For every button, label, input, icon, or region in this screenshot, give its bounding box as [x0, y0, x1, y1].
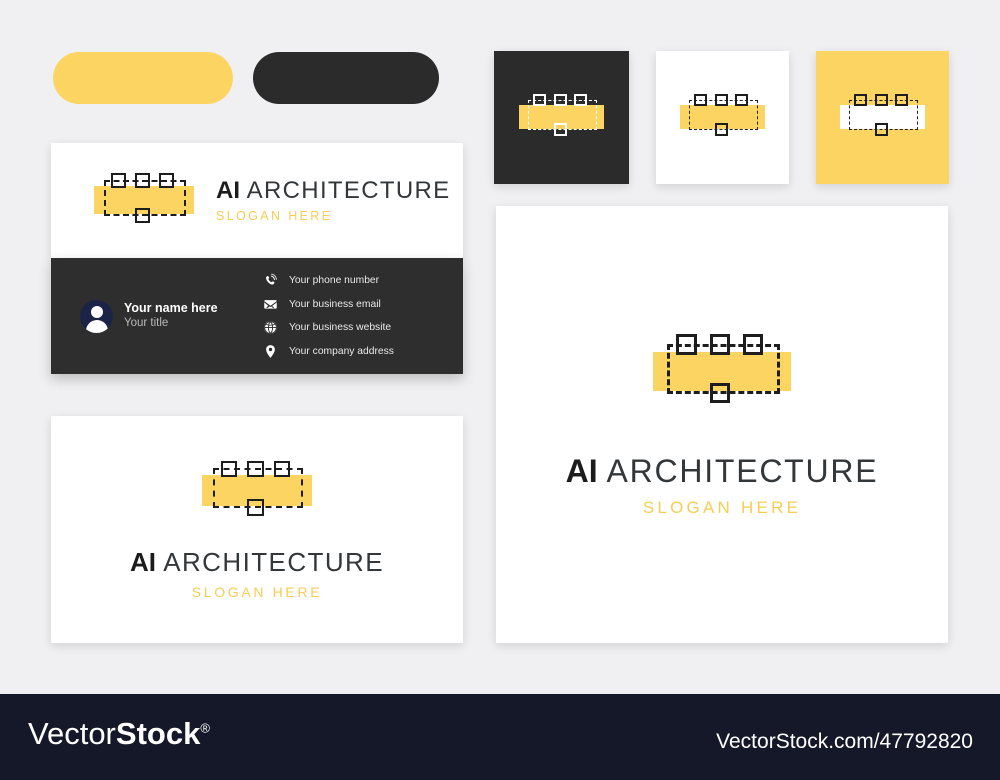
stacked-logo-card: AI ARCHITECTURE SLOGAN HERE: [51, 416, 463, 643]
globe-icon: [263, 320, 278, 335]
avatar-body-shape: [85, 319, 108, 333]
logo-square-top-2: [874, 93, 888, 107]
logo-square-top-3: [742, 334, 764, 356]
envelope-icon: [263, 297, 278, 312]
logo-square-top-1: [676, 334, 698, 356]
logo-square-bottom-1: [135, 207, 150, 223]
logo-variant-dark-background: [494, 51, 629, 184]
dark-swatch: [253, 52, 439, 104]
logo-square-top-1: [111, 172, 126, 188]
yellow-swatch: [53, 52, 233, 104]
logo-square-top-1: [694, 93, 708, 107]
logo-dashed-outline: [213, 468, 304, 508]
logo-square-top-2: [135, 172, 150, 188]
logo-variant-light-background: [656, 51, 789, 184]
vectorstock-url: VectorStock.com/47792820: [716, 730, 973, 753]
registered-trademark-icon: ®: [200, 720, 210, 736]
logo-wordmark: AI ARCHITECTURE SLOGAN HERE: [566, 455, 879, 516]
logo-square-bottom-1: [714, 123, 728, 137]
logo-square-top-1: [220, 460, 238, 478]
logo-square-top-3: [895, 93, 908, 107]
person-title: Your title: [124, 317, 169, 330]
logo-square-bottom-1: [874, 123, 888, 137]
logo-mark: [202, 460, 312, 524]
brand-slogan: SLOGAN HERE: [642, 498, 802, 518]
location-pin-icon: [263, 344, 278, 359]
logo-square-bottom-1: [247, 499, 264, 516]
business-card-front: AI ARCHITECTURE SLOGAN HERE: [51, 143, 463, 258]
contact-row-phone: Your phone number: [263, 273, 463, 288]
logo-square-top-2: [247, 460, 264, 478]
contact-address-label: Your company address: [289, 345, 394, 357]
large-logo-panel: AI ARCHITECTURE SLOGAN HERE: [496, 206, 948, 643]
artboard: AI ARCHITECTURE SLOGAN HERE Your name he…: [51, 51, 949, 643]
logo-mark: [94, 172, 194, 230]
brand-slogan: SLOGAN HERE: [216, 208, 333, 223]
brand-name-rest: ARCHITECTURE: [597, 453, 879, 490]
logo-dashed-outline: [688, 99, 759, 131]
contact-row-address: Your company address: [263, 344, 463, 359]
brand-name-bold: AI: [129, 547, 156, 578]
contact-phone-label: Your phone number: [289, 275, 380, 287]
logo-square-top-3: [735, 93, 748, 107]
logo-dashed-outline: [527, 99, 598, 131]
logo-wordmark: AI ARCHITECTURE SLOGAN HERE: [216, 176, 451, 223]
brand-name-bold: AI: [565, 453, 598, 490]
logo-square-bottom-1: [709, 382, 731, 404]
brand-name-rest: ARCHITECTURE: [155, 547, 385, 578]
vectorstock-logo-part1: Vector: [28, 716, 116, 751]
logo-bar: [680, 104, 765, 129]
logo-dashed-outline: [666, 344, 780, 394]
logo-dashed-outline: [848, 99, 919, 131]
logo-wordmark: AI ARCHITECTURE SLOGAN HERE: [130, 549, 384, 599]
logo-dashed-outline: [104, 179, 186, 216]
logo-square-top-1: [533, 93, 547, 107]
avatar: [80, 299, 113, 333]
logo-square-top-3: [574, 93, 587, 107]
card-identity-block: Your name here Your title: [51, 299, 257, 333]
logo-bar: [840, 104, 925, 129]
vectorstock-logo: VectorStock®: [28, 718, 210, 749]
avatar-head-shape: [90, 305, 103, 318]
logo-mark: [653, 333, 791, 413]
logo-mark: [680, 93, 765, 142]
person-name: Your name here: [124, 300, 218, 315]
logo-square-top-2: [553, 93, 567, 107]
logo-square-top-1: [854, 93, 868, 107]
brand-slogan: SLOGAN HERE: [191, 584, 323, 601]
phone-icon: [263, 273, 278, 288]
logo-square-top-2: [709, 334, 731, 356]
watermark-bar: [0, 694, 1000, 780]
contact-website-label: Your business website: [289, 322, 392, 334]
brand-name-bold: AI: [216, 176, 240, 204]
logo-square-top-2: [714, 93, 728, 107]
contact-email-label: Your business email: [289, 298, 381, 310]
logo-square-bottom-1: [553, 123, 567, 137]
vectorstock-logo-part2: Stock: [115, 716, 201, 751]
horizontal-logo-lockup: AI ARCHITECTURE SLOGAN HERE: [94, 172, 451, 230]
logo-bar: [519, 104, 604, 129]
contact-row-website: Your business website: [263, 320, 463, 335]
logo-square-top-3: [273, 460, 290, 478]
logo-mark: [840, 93, 925, 142]
logo-variant-yellow-background: [816, 51, 949, 184]
business-card-back: Your name here Your title Your phone num…: [51, 258, 463, 374]
logo-mark: [519, 93, 604, 142]
contact-row-email: Your business email: [263, 297, 463, 312]
brand-name-rest: ARCHITECTURE: [240, 176, 451, 204]
logo-square-top-3: [159, 172, 174, 188]
contact-list: Your phone number Your business email: [257, 273, 463, 359]
